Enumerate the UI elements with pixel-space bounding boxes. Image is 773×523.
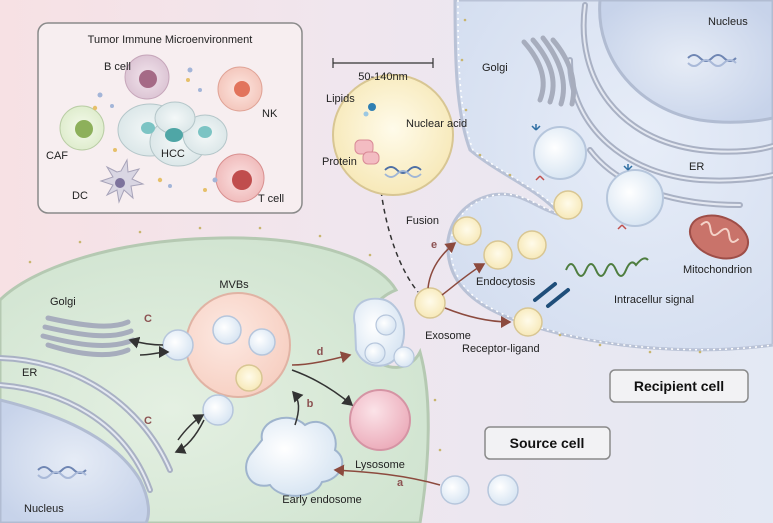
- incoming-vesicle: [487, 474, 519, 506]
- nk-label: NK: [262, 108, 278, 120]
- source-golgi-label: Golgi: [50, 296, 76, 308]
- lysosome-label: Lysosome: [355, 459, 405, 471]
- recipient-nucleus: [598, 0, 773, 124]
- endocytosis-label: Endocytosis: [476, 276, 536, 288]
- recipient-membrane-dots: [460, 18, 702, 354]
- size-range-label: 50-140nm: [358, 71, 408, 83]
- recipient-vesicles: [531, 124, 664, 230]
- nuclear-acid-label: Nuclear acid: [406, 118, 467, 130]
- protein-label: Protein: [322, 156, 357, 168]
- recipient-cell-box-label: Recipient cell: [634, 378, 724, 394]
- hcc-cluster: [117, 101, 228, 167]
- tme-title: Tumor Immune Microenvironment: [88, 34, 253, 46]
- mitochondrion-label: Mitochondrion: [683, 264, 752, 276]
- step-a: a: [397, 477, 404, 489]
- tme-panel: [37, 22, 303, 214]
- lysosome: [349, 389, 411, 451]
- recipient-er-label: ER: [689, 161, 704, 173]
- source-golgi: [40, 315, 136, 358]
- mvbs-label: MVBs: [219, 279, 249, 291]
- step-c-bottom: C: [144, 415, 152, 427]
- golgi-vesicle-top: [162, 329, 194, 361]
- fusion-exosome: [452, 216, 482, 246]
- b-cell-label: B cell: [104, 61, 131, 73]
- fusion-label: Fusion: [406, 215, 439, 227]
- lipids-label: Lipids: [326, 93, 355, 105]
- step-d: d: [317, 346, 324, 358]
- source-membrane-dots: [28, 226, 442, 452]
- mvb: [185, 292, 291, 398]
- exosome-label: Exosome: [425, 330, 471, 342]
- intracellular-signal-wave: [565, 257, 649, 277]
- step-b: b: [307, 398, 314, 410]
- source-cell-box: [484, 426, 611, 460]
- receptor-ligand-label: Receptor-ligand: [462, 343, 540, 355]
- dc-label: DC: [72, 190, 88, 202]
- exosome-arrows: [379, 181, 512, 328]
- recipient-cell-box: [609, 369, 749, 403]
- recipient-golgi: [521, 35, 577, 107]
- early-endosome-label: Early endosome: [282, 494, 362, 506]
- source-nucleus-label: Nucleus: [24, 503, 64, 515]
- source-cell-box-label: Source cell: [510, 435, 585, 451]
- recipient-nucleus-label: Nucleus: [708, 16, 748, 28]
- receptor-exosome: [513, 307, 543, 337]
- caf-label: CAF: [46, 150, 68, 162]
- budding-vesicle: [440, 475, 470, 505]
- dc-cell: [99, 158, 145, 204]
- source-arrows: [128, 336, 441, 486]
- mitochondrion: [688, 214, 750, 260]
- exosome-detail: [332, 58, 454, 196]
- golgi-vesicle-bottom: [202, 394, 234, 426]
- recipient-golgi-label: Golgi: [482, 62, 508, 74]
- endocytosis-vesicles: [483, 190, 583, 270]
- exocytosis-bud: [353, 297, 415, 368]
- intracellular-signal-label: Intracellur signal: [614, 294, 694, 306]
- exosome-center: [414, 287, 446, 319]
- source-nucleus: [0, 398, 150, 523]
- step-e: e: [431, 239, 437, 251]
- step-c-top: C: [144, 313, 152, 325]
- source-er-label: ER: [22, 367, 37, 379]
- t-cell-label: T cell: [258, 193, 284, 205]
- hcc-label: HCC: [161, 148, 185, 160]
- receptor-channel: [533, 282, 570, 308]
